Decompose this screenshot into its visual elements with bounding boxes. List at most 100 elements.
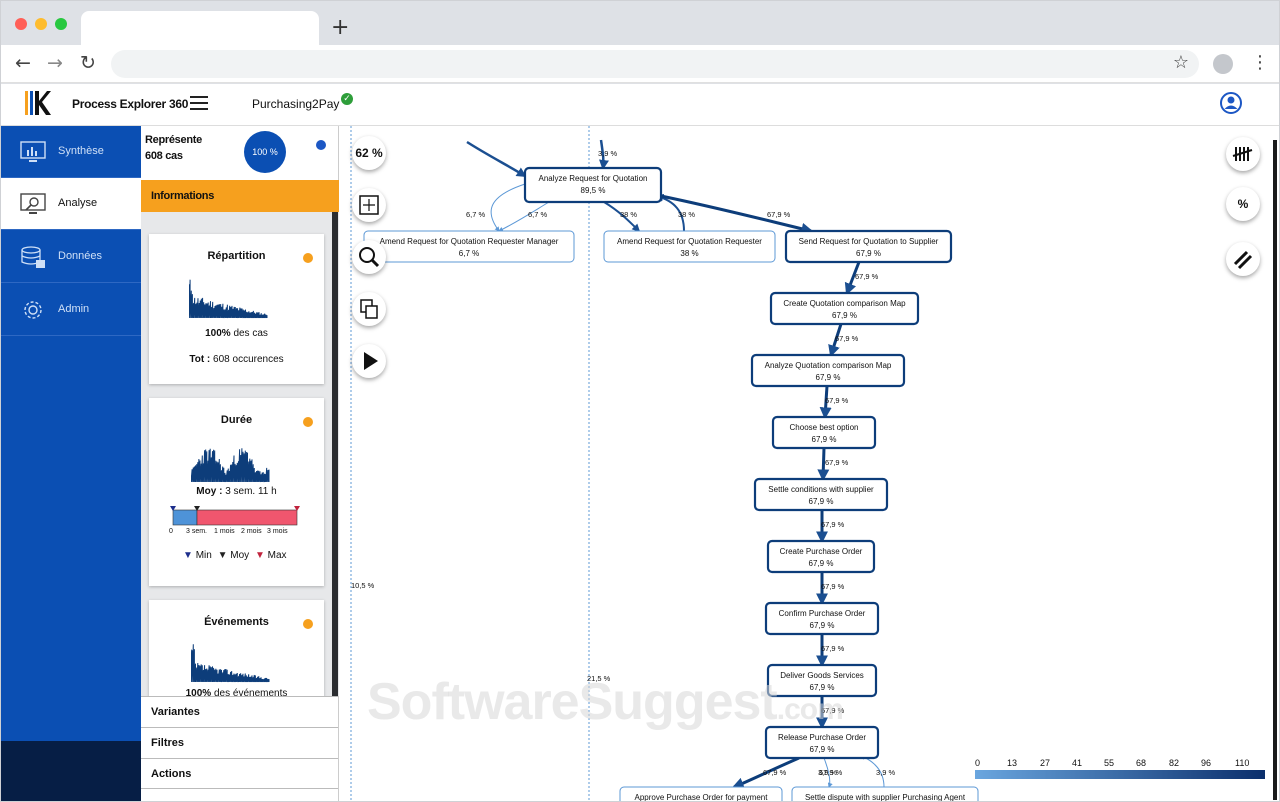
process-edge[interactable] — [817, 447, 830, 482]
process-node-box[interactable] — [753, 477, 889, 512]
copy-button[interactable] — [352, 292, 386, 326]
accordion-label: Filtres — [151, 737, 185, 749]
duree-info-icon[interactable] — [303, 417, 313, 427]
process-node-box[interactable] — [769, 291, 920, 326]
cases-count: 608 cas — [145, 150, 183, 162]
process-node-percent: 67,9 % — [856, 249, 881, 258]
edge-label: 67,9 % — [825, 458, 849, 467]
process-node[interactable]: Approve Purchase Order for payment — [619, 786, 783, 802]
process-node[interactable]: Amend Request for Quotation Requester Ma… — [363, 230, 575, 263]
canvas-scrollbar[interactable] — [1273, 140, 1277, 800]
minimize-window-icon[interactable] — [35, 18, 47, 30]
process-node-label: Confirm Purchase Order — [779, 609, 866, 618]
process-node-box[interactable] — [791, 786, 979, 802]
process-node-box[interactable] — [784, 229, 953, 264]
nav-item-analyse[interactable]: Analyse — [1, 178, 141, 230]
zoom-level-button[interactable]: 62 % — [352, 136, 386, 170]
frequency-button[interactable] — [1226, 137, 1260, 171]
nav-label-synthese: Synthèse — [58, 145, 104, 157]
maximize-window-icon[interactable] — [55, 18, 67, 30]
browser-tab-bar: + — [1, 1, 1279, 45]
double-slash-button[interactable] — [1226, 242, 1260, 276]
process-node-box[interactable] — [619, 786, 783, 802]
process-edge[interactable] — [823, 757, 833, 788]
duree-axis-tick: 3 mois — [267, 528, 288, 535]
evenements-info-icon[interactable] — [303, 619, 313, 629]
process-node-box[interactable] — [766, 663, 878, 698]
process-node[interactable]: Settle dispute with supplier Purchasing … — [791, 786, 979, 802]
edge-label: 10,5 % — [351, 581, 375, 590]
process-node-box[interactable] — [766, 539, 876, 574]
process-node-box[interactable] — [603, 230, 776, 263]
informations-tab[interactable]: Informations — [141, 180, 339, 212]
hamburger-menu-icon[interactable] — [190, 96, 208, 110]
fit-screen-button[interactable] — [352, 188, 386, 222]
nav-item-admin[interactable]: Admin — [1, 284, 141, 336]
process-node-box[interactable] — [764, 601, 880, 636]
cards-scroll-area[interactable]: Répartition 100% des cas Tot : 608 occur… — [141, 212, 339, 696]
play-button[interactable] — [352, 344, 386, 378]
evenements-pct-text: des événements — [213, 688, 288, 696]
represente-summary: Représente 608 cas — [145, 132, 202, 164]
close-window-icon[interactable] — [15, 18, 27, 30]
percent-toggle-button[interactable]: % — [1226, 187, 1260, 221]
legend-tick: 82 — [1169, 758, 1180, 768]
bookmark-star-icon[interactable]: ☆ — [1172, 52, 1189, 73]
accordion-variantes[interactable]: Variantes — [141, 696, 338, 727]
process-edge[interactable] — [498, 201, 550, 232]
frequency-legend: 0 13 27 41 55 68 82 96 110 — [975, 758, 1265, 788]
process-edge[interactable] — [844, 261, 861, 296]
nav-item-donnees[interactable]: Données — [1, 231, 141, 283]
address-bar[interactable]: ☆ — [111, 50, 1199, 78]
process-edge[interactable] — [490, 183, 526, 232]
process-node-box[interactable] — [764, 725, 880, 760]
reload-icon[interactable]: ↻ — [80, 52, 96, 74]
browser-profile-icon[interactable] — [1213, 54, 1233, 74]
process-edge[interactable] — [603, 201, 641, 233]
process-edge[interactable] — [466, 140, 527, 178]
percent-toggle-label: % — [1237, 197, 1249, 211]
process-node-box[interactable] — [523, 166, 663, 204]
process-edge[interactable] — [819, 385, 832, 420]
nav-item-synthese[interactable]: Synthèse — [1, 126, 141, 178]
new-tab-icon[interactable]: + — [331, 15, 350, 40]
back-icon[interactable]: ← — [15, 52, 31, 74]
process-edge[interactable] — [599, 139, 609, 170]
browser-tab[interactable] — [81, 11, 319, 45]
process-name[interactable]: Purchasing2Pay — [252, 97, 340, 111]
browser-menu-icon[interactable]: ⋮ — [1251, 52, 1269, 73]
coverage-percent: 100 % — [244, 131, 286, 173]
nav-label-donnees: Données — [58, 250, 103, 262]
process-node[interactable]: Amend Request for Quotation Requester38 … — [603, 230, 776, 263]
process-node-percent: 67,9 % — [810, 683, 835, 692]
process-edge[interactable] — [660, 194, 814, 235]
zoom-level: 62 % — [355, 146, 383, 160]
repartition-info-icon[interactable] — [303, 253, 313, 263]
accordion-filtres[interactable]: Filtres — [141, 727, 338, 758]
zoom-100-button[interactable] — [352, 240, 386, 274]
repartition-card: Répartition 100% des cas Tot : 608 occur… — [149, 234, 324, 384]
duree-title: Durée — [220, 414, 253, 426]
process-node[interactable]: Send Request for Quotation to Supplier67… — [784, 229, 953, 264]
accordion-actions[interactable]: Actions — [141, 758, 338, 789]
app-name: Process Explorer 360 — [72, 97, 189, 111]
process-edge[interactable] — [731, 756, 800, 790]
process-edge[interactable] — [828, 323, 843, 358]
process-node-box[interactable] — [771, 415, 877, 450]
process-node-box[interactable] — [750, 353, 906, 388]
forward-icon[interactable]: → — [47, 52, 63, 74]
panel-scrollbar[interactable] — [332, 212, 338, 696]
info-icon[interactable] — [316, 140, 326, 150]
user-icon[interactable] — [1220, 92, 1242, 114]
